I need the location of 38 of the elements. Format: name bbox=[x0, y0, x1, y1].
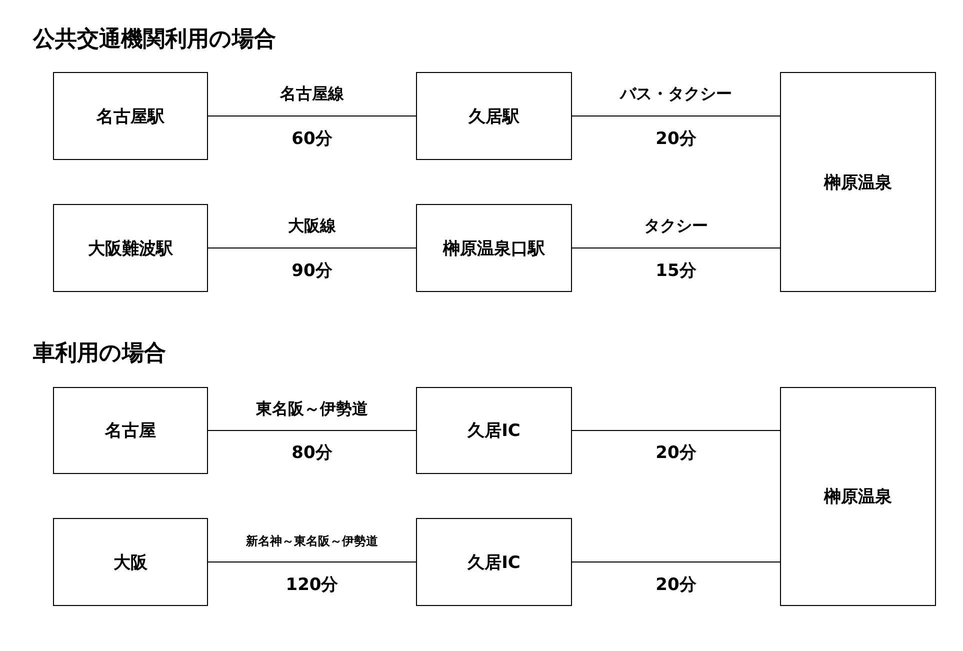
edge-label: 大阪線 bbox=[287, 216, 337, 237]
travel-time: 80分 bbox=[290, 442, 334, 464]
edge-label: タクシー bbox=[643, 216, 709, 237]
travel-time: 15分 bbox=[654, 260, 698, 282]
connector-line bbox=[572, 430, 780, 431]
edge-label: 東名阪～伊勢道 bbox=[254, 398, 369, 420]
station-box bbox=[416, 72, 572, 160]
travel-time: 20分 bbox=[654, 442, 698, 464]
station-box bbox=[416, 204, 572, 292]
edge-label: バス・タクシー bbox=[618, 84, 733, 105]
node-text: 久居駅 bbox=[468, 106, 520, 128]
connector-line bbox=[208, 430, 416, 431]
station-box bbox=[780, 72, 936, 292]
station-box bbox=[53, 518, 208, 606]
edge-label: 新名神～東名阪～伊勢道 bbox=[245, 533, 379, 550]
travel-time: 20分 bbox=[654, 574, 698, 596]
node-text: 久居IC bbox=[468, 552, 520, 574]
section-heading: 車利用の場合 bbox=[33, 340, 166, 368]
travel-time: 90分 bbox=[290, 260, 334, 282]
edge-label: 名古屋線 bbox=[278, 84, 345, 105]
station-box bbox=[416, 518, 572, 606]
section-heading: 公共交通機関利用の場合 bbox=[33, 26, 276, 54]
station-box bbox=[416, 387, 572, 474]
node-text: 久居IC bbox=[468, 420, 520, 442]
station-box bbox=[53, 204, 208, 292]
node-text: 榊原温泉 bbox=[824, 172, 892, 194]
node-text: 榊原温泉口駅 bbox=[443, 238, 545, 260]
node-text: 大阪難波駅 bbox=[88, 238, 173, 260]
travel-time: 120分 bbox=[284, 574, 340, 596]
node-text: 大阪 bbox=[114, 552, 148, 574]
travel-time: 60分 bbox=[290, 128, 334, 150]
travel-time: 20分 bbox=[654, 128, 698, 150]
station-box bbox=[53, 72, 208, 160]
station-box bbox=[53, 387, 208, 474]
station-box bbox=[780, 387, 936, 606]
node-text: 榊原温泉 bbox=[824, 486, 892, 508]
node-text: 名古屋 bbox=[105, 420, 156, 442]
node-text: 名古屋駅 bbox=[96, 106, 164, 128]
